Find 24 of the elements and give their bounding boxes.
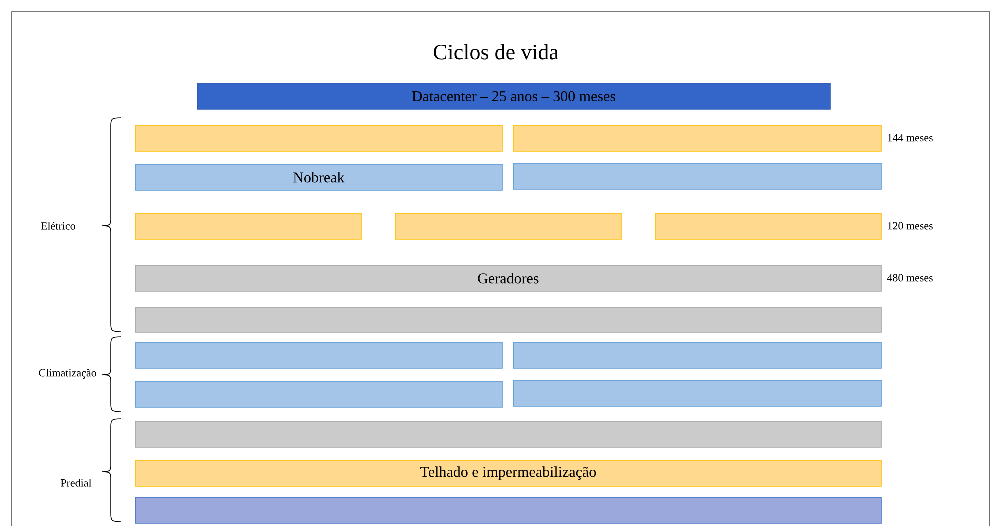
timeline-bar: [513, 342, 882, 369]
timeline-bar: [655, 213, 882, 240]
timeline-bar: [513, 163, 882, 190]
title: Ciclos de vida: [434, 44, 559, 60]
duration-label: 120 meses: [888, 222, 933, 230]
timeline-bar: Datacenter – 25 anos – 300 meses: [197, 83, 831, 110]
duration-label: 480 meses: [887, 274, 933, 282]
timeline-bar: [135, 497, 882, 524]
group-label: Predial: [60, 479, 92, 487]
timeline-bar: Geradores: [135, 265, 882, 292]
timeline-bar: [395, 213, 622, 240]
timeline-bar: Telhado e impermeabilização: [135, 460, 882, 487]
timeline-bar: [135, 342, 503, 369]
duration-label: 144 meses: [888, 134, 933, 142]
timeline-bar: [135, 421, 882, 448]
timeline-bar: [135, 381, 503, 408]
group-label: Elétrico: [41, 222, 76, 230]
timeline-bar: [135, 125, 503, 152]
timeline-bar: [513, 380, 882, 407]
timeline-bar: Nobreak: [135, 164, 503, 191]
timeline-bar: [135, 307, 882, 333]
timeline-bar: [513, 125, 882, 152]
timeline-bar: [135, 213, 362, 240]
group-label: Climatização: [39, 369, 96, 379]
